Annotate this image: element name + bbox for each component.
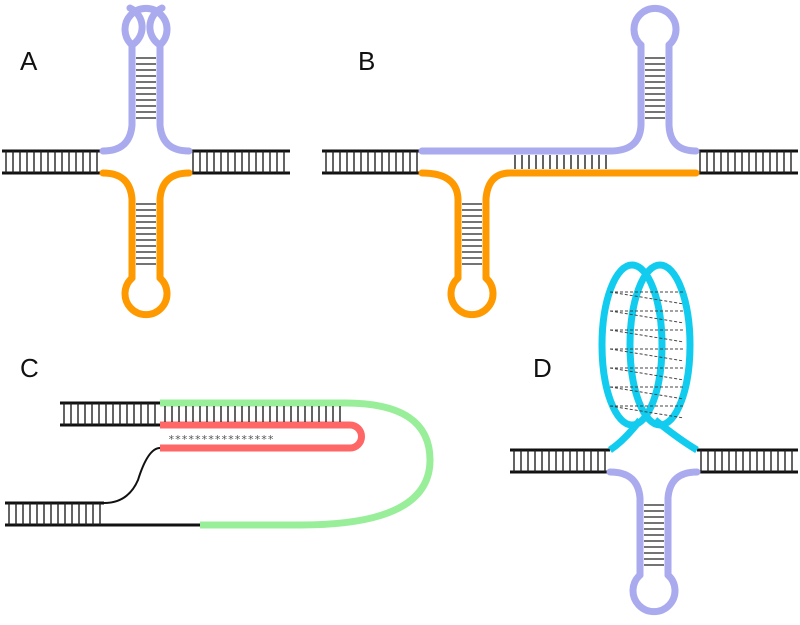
panel-a-top-hairpin <box>99 4 193 155</box>
panel-b: B <box>322 4 798 319</box>
panel-d-bottom-hairpin <box>606 468 701 616</box>
panel-b-orange-strand <box>418 169 700 319</box>
tetrad-dash <box>609 310 685 324</box>
tetrad-dash <box>609 348 685 362</box>
panel-c-triplex-pairs <box>164 406 341 422</box>
tetrad-dash <box>609 405 685 419</box>
panel-c: C **************** <box>5 353 434 529</box>
panel-b-right-duplex <box>696 149 798 175</box>
panel-b-left-duplex <box>322 149 422 175</box>
panel-b-middle-pairing <box>514 155 607 169</box>
panel-d-label: D <box>533 353 552 383</box>
panel-b-lavender-strand <box>418 4 700 155</box>
tetrad-dash <box>609 329 685 343</box>
panel-c-mismatch-marks: **************** <box>168 433 274 446</box>
panel-a-bottom-hairpin <box>99 169 193 319</box>
panel-a-left-duplex <box>2 149 103 175</box>
panel-d-right-duplex <box>697 448 798 474</box>
panel-d-quadruplex <box>598 261 699 454</box>
panel-b-label: B <box>358 46 375 76</box>
panel-a-label: A <box>20 46 38 76</box>
panel-d-left-duplex <box>510 448 610 474</box>
panel-c-green-strand <box>160 399 434 529</box>
panel-c-upper-duplex <box>60 401 160 427</box>
panel-d: D <box>510 261 798 616</box>
panel-c-label: C <box>20 353 39 383</box>
tetrad-dash <box>609 291 685 305</box>
tetrad-dash <box>609 386 685 400</box>
panel-c-lower-duplex <box>5 447 200 527</box>
tetrad-dash <box>609 367 685 381</box>
panel-c-red-strand <box>160 421 365 452</box>
panel-d-tetrad-lines <box>609 291 685 419</box>
panel-a-right-duplex <box>189 149 290 175</box>
panel-c-connector <box>103 447 161 504</box>
panel-a: A <box>2 4 290 319</box>
